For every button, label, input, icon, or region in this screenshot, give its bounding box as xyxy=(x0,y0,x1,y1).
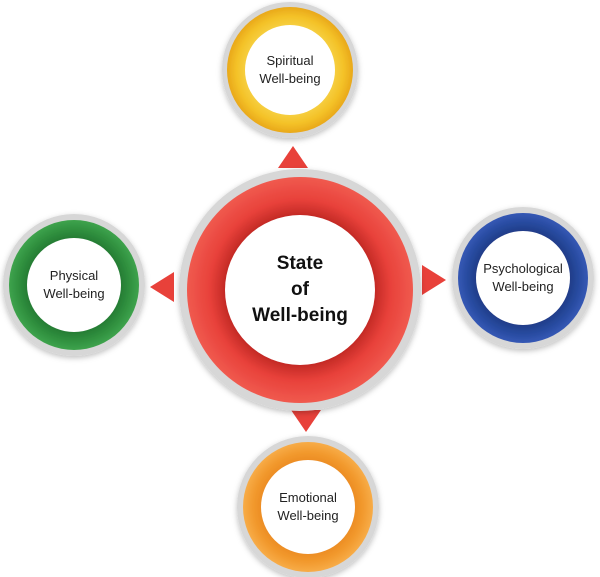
psychological-node xyxy=(452,207,594,349)
spiritual-node xyxy=(222,2,358,138)
emotional-node xyxy=(237,436,379,577)
arrow-to-spiritual xyxy=(278,146,308,168)
arrow-to-psychological xyxy=(422,265,446,295)
arrow-to-physical xyxy=(150,272,174,302)
center-node xyxy=(179,169,421,411)
arrow-to-emotional xyxy=(291,410,321,432)
physical-node xyxy=(3,214,145,356)
